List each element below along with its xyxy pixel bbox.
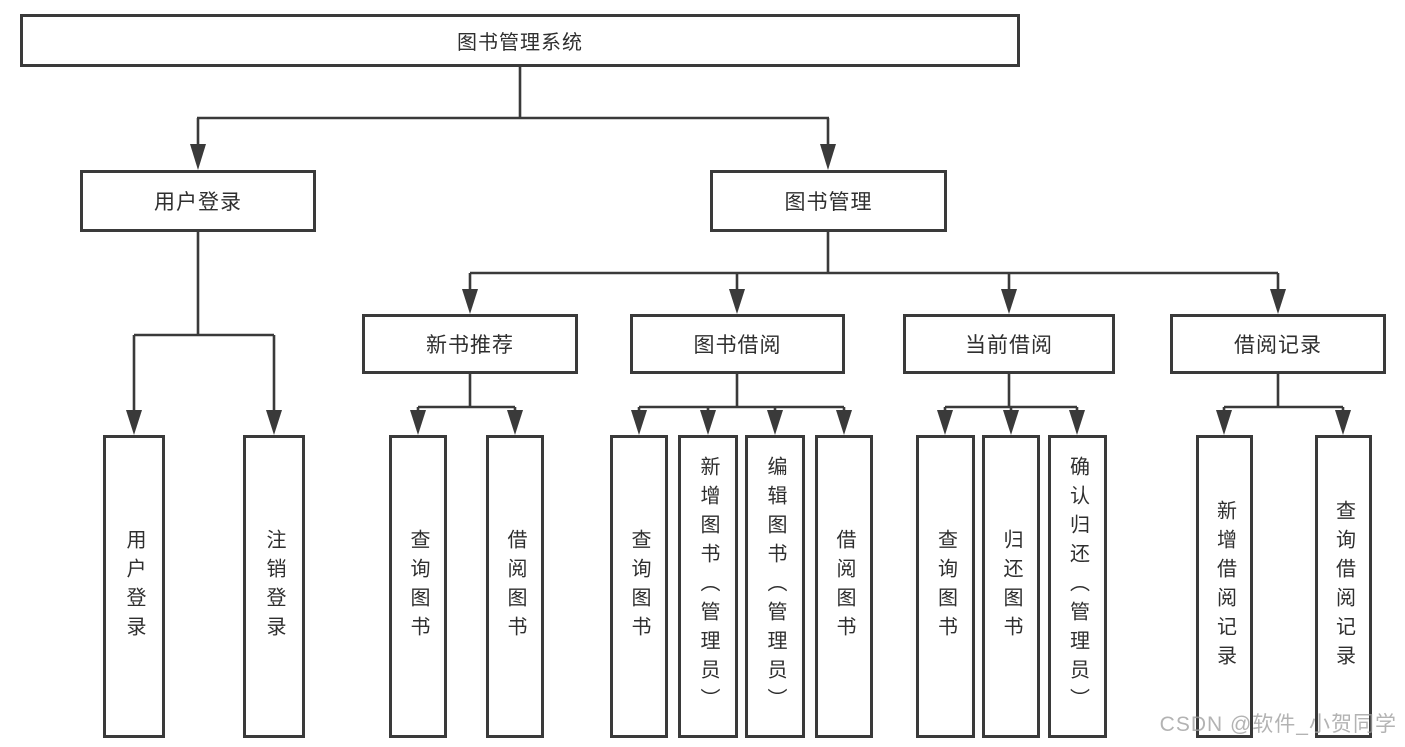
node-label: 编辑图书（管理员） <box>764 456 786 717</box>
node-user-login-leaf: 用户登录 <box>103 435 165 738</box>
node-label: 查询图书 <box>407 528 429 645</box>
node-label: 借阅图书 <box>504 528 526 645</box>
node-borrow-books-2: 借阅图书 <box>815 435 873 738</box>
node-label: 用户登录 <box>154 191 242 214</box>
node-borrow-books-1: 借阅图书 <box>486 435 544 738</box>
node-label: 新增图书（管理员） <box>697 456 719 717</box>
node-add-books-admin: 新增图书（管理员） <box>678 435 738 738</box>
node-label: 确认归还（管理员） <box>1066 456 1089 717</box>
node-query-borrow-record: 查询借阅记录 <box>1315 435 1372 738</box>
node-library-management-system: 图书管理系统 <box>20 14 1020 67</box>
node-label: 查询借阅记录 <box>1332 499 1355 674</box>
node-label: 注销登录 <box>263 528 285 645</box>
node-current-borrowing: 当前借阅 <box>903 314 1115 374</box>
node-user-login: 用户登录 <box>80 170 316 232</box>
node-label: 归还图书 <box>1000 528 1022 645</box>
node-label: 图书借阅 <box>693 334 782 357</box>
node-logout: 注销登录 <box>243 435 305 738</box>
node-label: 图书管理 <box>784 191 873 214</box>
node-return-books: 归还图书 <box>982 435 1040 738</box>
node-label: 当前借阅 <box>965 334 1053 357</box>
csdn-watermark: CSDN @软件_小贺同学 <box>1159 713 1397 736</box>
node-confirm-return-admin: 确认归还（管理员） <box>1048 435 1107 738</box>
node-label: 借阅图书 <box>833 528 855 645</box>
node-book-borrowing: 图书借阅 <box>630 314 845 374</box>
node-label: 查询图书 <box>934 528 957 645</box>
node-book-management: 图书管理 <box>710 170 947 232</box>
node-label: 图书管理系统 <box>457 32 583 54</box>
node-label: 用户登录 <box>123 528 145 645</box>
node-new-book-recommendation: 新书推荐 <box>362 314 578 374</box>
node-label: 新增借阅记录 <box>1213 499 1236 674</box>
node-label: 查询图书 <box>628 528 650 645</box>
node-label: 新书推荐 <box>426 334 514 357</box>
node-query-books-2: 查询图书 <box>610 435 668 738</box>
node-add-borrow-record: 新增借阅记录 <box>1196 435 1253 738</box>
node-borrowing-records: 借阅记录 <box>1170 314 1386 374</box>
node-query-books-1: 查询图书 <box>389 435 447 738</box>
node-query-books-3: 查询图书 <box>916 435 975 738</box>
node-edit-books-admin: 编辑图书（管理员） <box>745 435 805 738</box>
node-label: 借阅记录 <box>1234 334 1322 357</box>
